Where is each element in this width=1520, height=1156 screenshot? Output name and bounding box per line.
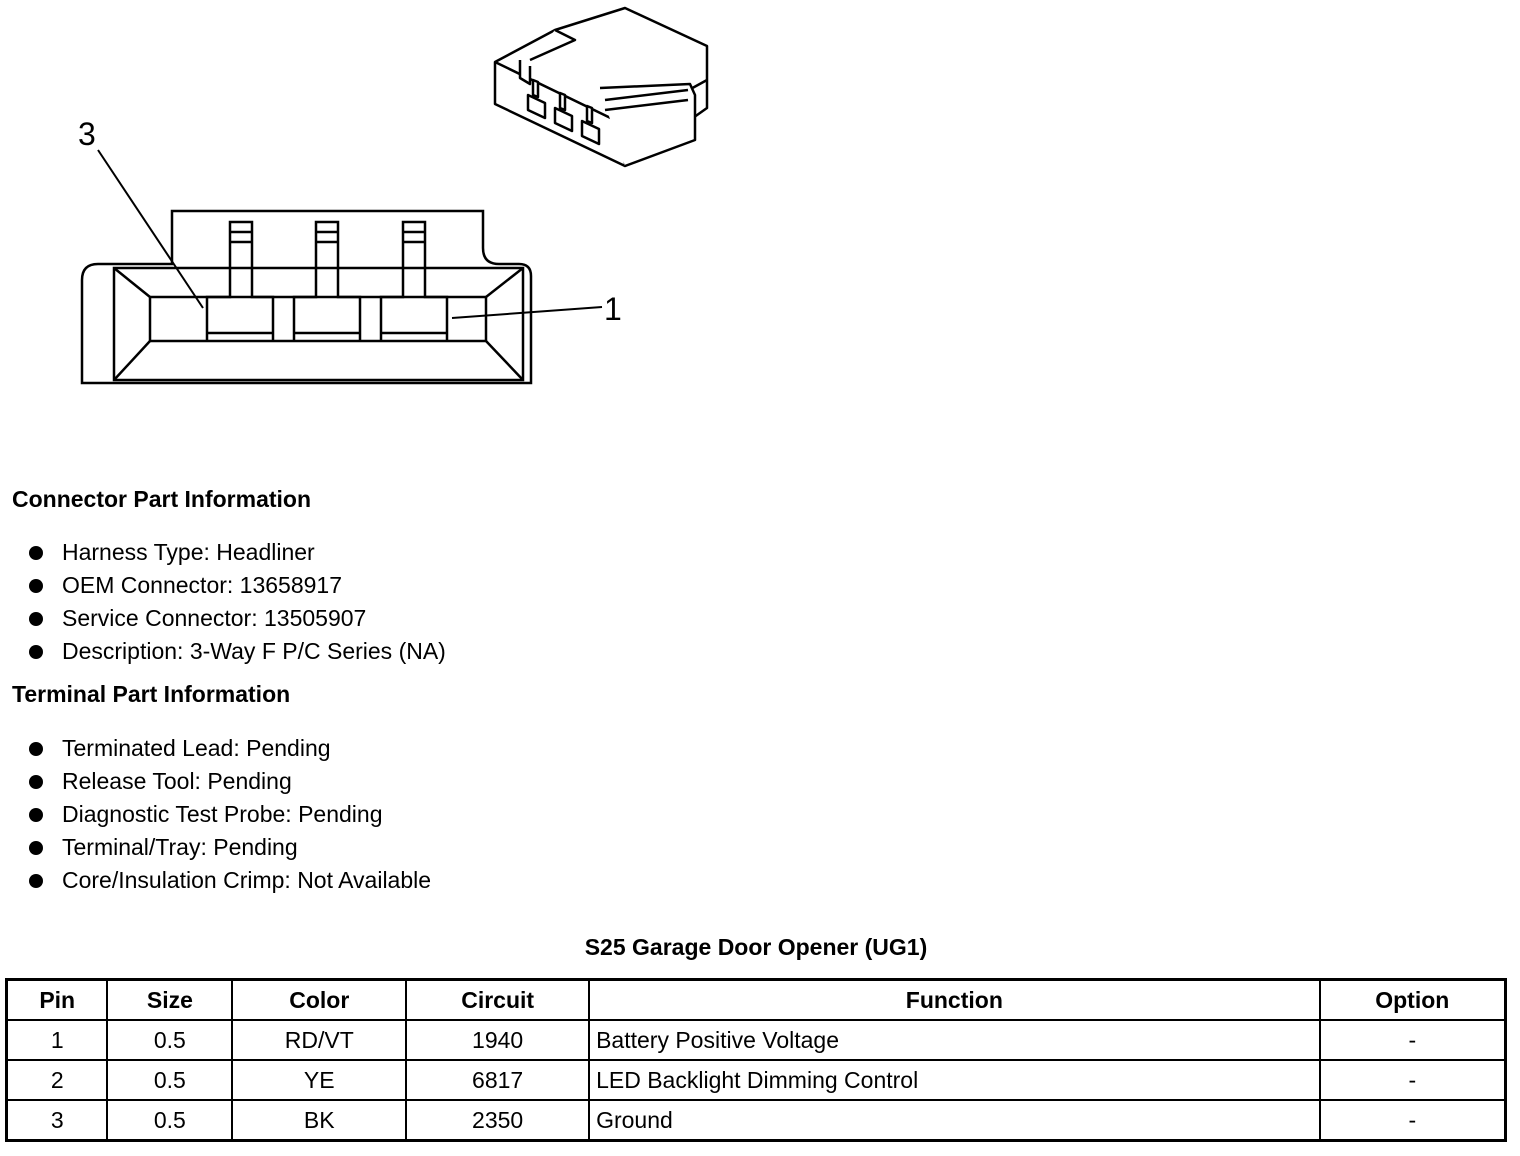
cell-function: LED Backlight Dimming Control — [588, 1059, 1321, 1101]
list-item: OEM Connector: 13658917 — [24, 569, 446, 602]
bullet-icon — [29, 579, 43, 593]
callout-leaders — [97, 149, 603, 319]
table-row: 1 0.5 RD/VT 1940 Battery Positive Voltag… — [5, 1019, 1507, 1061]
connector-info-oem-connector: OEM Connector: 13658917 — [62, 572, 343, 598]
cell-option: - — [1318, 1019, 1507, 1061]
terminal-info-crimp: Core/Insulation Crimp: Not Available — [62, 867, 432, 893]
cell-pin: 2 — [5, 1059, 109, 1101]
bullet-icon — [29, 612, 43, 626]
pin-table-title: S25 Garage Door Opener (UG1) — [584, 934, 928, 960]
column-header-function: Function — [588, 978, 1321, 1021]
bullet-icon — [29, 742, 43, 756]
terminal-info-test-probe: Diagnostic Test Probe: Pending — [62, 801, 383, 827]
bullet-icon — [29, 808, 43, 822]
bullet-icon — [29, 546, 43, 560]
list-item: Diagnostic Test Probe: Pending — [24, 798, 431, 831]
cell-size: 0.5 — [106, 1019, 234, 1061]
terminal-part-info-list: Terminated Lead: Pending Release Tool: P… — [24, 732, 431, 897]
list-item: Core/Insulation Crimp: Not Available — [24, 864, 431, 897]
column-header-circuit: Circuit — [405, 978, 591, 1021]
callout-pin-3: 3 — [78, 116, 96, 152]
list-item: Release Tool: Pending — [24, 765, 431, 798]
bullet-icon — [29, 775, 43, 789]
cell-pin: 1 — [5, 1019, 109, 1061]
cell-size: 0.5 — [106, 1099, 234, 1142]
connector-part-info-heading: Connector Part Information — [12, 486, 312, 512]
cell-color: BK — [231, 1099, 408, 1142]
bullet-icon — [29, 645, 43, 659]
table-row: 3 0.5 BK 2350 Ground - — [5, 1099, 1507, 1142]
cell-option: - — [1318, 1099, 1507, 1142]
bullet-icon — [29, 874, 43, 888]
cell-pin: 3 — [5, 1099, 109, 1142]
column-header-option: Option — [1318, 978, 1507, 1021]
column-header-size: Size — [106, 978, 234, 1021]
list-item: Terminal/Tray: Pending — [24, 831, 431, 864]
list-item: Service Connector: 13505907 — [24, 602, 446, 635]
cell-function: Battery Positive Voltage — [588, 1019, 1321, 1061]
list-item: Terminated Lead: Pending — [24, 732, 431, 765]
terminal-info-terminated-lead: Terminated Lead: Pending — [62, 735, 331, 761]
list-item: Description: 3-Way F P/C Series (NA) — [24, 635, 446, 668]
cell-option: - — [1318, 1059, 1507, 1101]
cell-size: 0.5 — [106, 1059, 234, 1101]
connector-info-service-connector: Service Connector: 13505907 — [62, 605, 367, 631]
cell-color: RD/VT — [231, 1019, 408, 1061]
cell-circuit: 6817 — [405, 1059, 591, 1101]
terminal-info-release-tool: Release Tool: Pending — [62, 768, 292, 794]
table-row: 2 0.5 YE 6817 LED Backlight Dimming Cont… — [5, 1059, 1507, 1101]
pin-table: Pin Size Color Circuit Function Option 1… — [5, 978, 1507, 1142]
connector-part-info-list: Harness Type: Headliner OEM Connector: 1… — [24, 536, 446, 668]
callout-pin-1: 1 — [604, 291, 622, 327]
column-header-pin: Pin — [5, 978, 109, 1021]
connector-info-description: Description: 3-Way F P/C Series (NA) — [62, 638, 446, 664]
connector-isometric-drawing — [493, 6, 709, 168]
connector-info-harness-type: Harness Type: Headliner — [62, 539, 315, 565]
bullet-icon — [29, 841, 43, 855]
terminal-part-info-heading: Terminal Part Information — [12, 681, 291, 707]
table-header-row: Pin Size Color Circuit Function Option — [5, 978, 1507, 1021]
connector-face-drawing — [80, 209, 533, 385]
cell-circuit: 1940 — [405, 1019, 591, 1061]
list-item: Harness Type: Headliner — [24, 536, 446, 569]
cell-circuit: 2350 — [405, 1099, 591, 1142]
terminal-info-terminal-tray: Terminal/Tray: Pending — [62, 834, 298, 860]
connector-diagram: 3 1 — [78, 6, 709, 385]
column-header-color: Color — [231, 978, 408, 1021]
cell-function: Ground — [588, 1099, 1321, 1142]
cell-color: YE — [231, 1059, 408, 1101]
